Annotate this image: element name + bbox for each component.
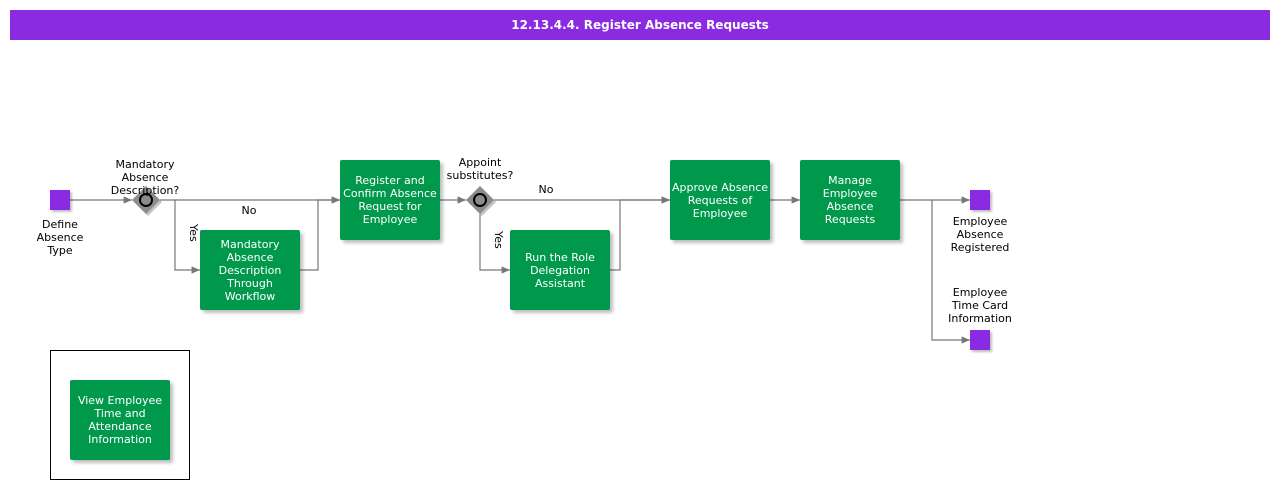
task-label: Register and Confirm Absence Request for… bbox=[343, 174, 437, 226]
end-event-timecard-square bbox=[970, 330, 990, 350]
edge-g1-yes bbox=[174, 200, 200, 274]
end-event-registered-label: Employee Absence Registered bbox=[950, 215, 1010, 254]
start-event-square bbox=[50, 190, 70, 210]
task-label: Manage Employee Absence Requests bbox=[822, 174, 878, 226]
task-register-confirm-absence[interactable]: Register and Confirm Absence Request for… bbox=[340, 160, 440, 240]
task-approve-absence-requests[interactable]: Approve Absence Requests of Employee bbox=[670, 160, 770, 240]
edge-g2-yes bbox=[479, 214, 510, 274]
gateway-appoint-substitutes bbox=[466, 186, 496, 216]
edge-manage-to-timecard bbox=[931, 200, 970, 344]
task-manage-absence-requests[interactable]: Manage Employee Absence Requests bbox=[800, 160, 900, 240]
task-mandatory-absence-description[interactable]: Mandatory Absence Description Through Wo… bbox=[200, 230, 300, 310]
gateway-mandatory-description bbox=[132, 186, 162, 216]
end-event-timecard-label: Employee Time Card Information bbox=[948, 286, 1012, 325]
task-label: View Employee Time and Attendance Inform… bbox=[77, 394, 163, 446]
end-event-registered-square bbox=[970, 190, 990, 210]
edge-label-g2-yes: Yes bbox=[492, 231, 505, 249]
start-event-label: Define Absence Type bbox=[36, 218, 84, 257]
edge-label-g1-yes: Yes bbox=[187, 224, 200, 242]
group-box bbox=[50, 350, 190, 480]
task-label: Mandatory Absence Description Through Wo… bbox=[218, 237, 282, 303]
edge-delegation-to-approve bbox=[610, 196, 670, 271]
edge-label-g1-no: No bbox=[241, 204, 257, 217]
edge-label-g2-no: No bbox=[538, 183, 554, 196]
task-view-employee-time[interactable]: View Employee Time and Attendance Inform… bbox=[70, 380, 170, 460]
task-label: Approve Absence Requests of Employee bbox=[671, 180, 769, 220]
diagram-title: 12.13.4.4. Register Absence Requests bbox=[10, 10, 1270, 40]
task-label: Run the Role Delegation Assistant bbox=[525, 250, 595, 290]
edge-mandatory-to-register bbox=[300, 196, 340, 271]
gateway-1-label: Mandatory Absence Description? bbox=[110, 158, 180, 197]
task-run-role-delegation[interactable]: Run the Role Delegation Assistant bbox=[510, 230, 610, 310]
gateway-2-label: Appoint substitutes? bbox=[446, 156, 514, 182]
